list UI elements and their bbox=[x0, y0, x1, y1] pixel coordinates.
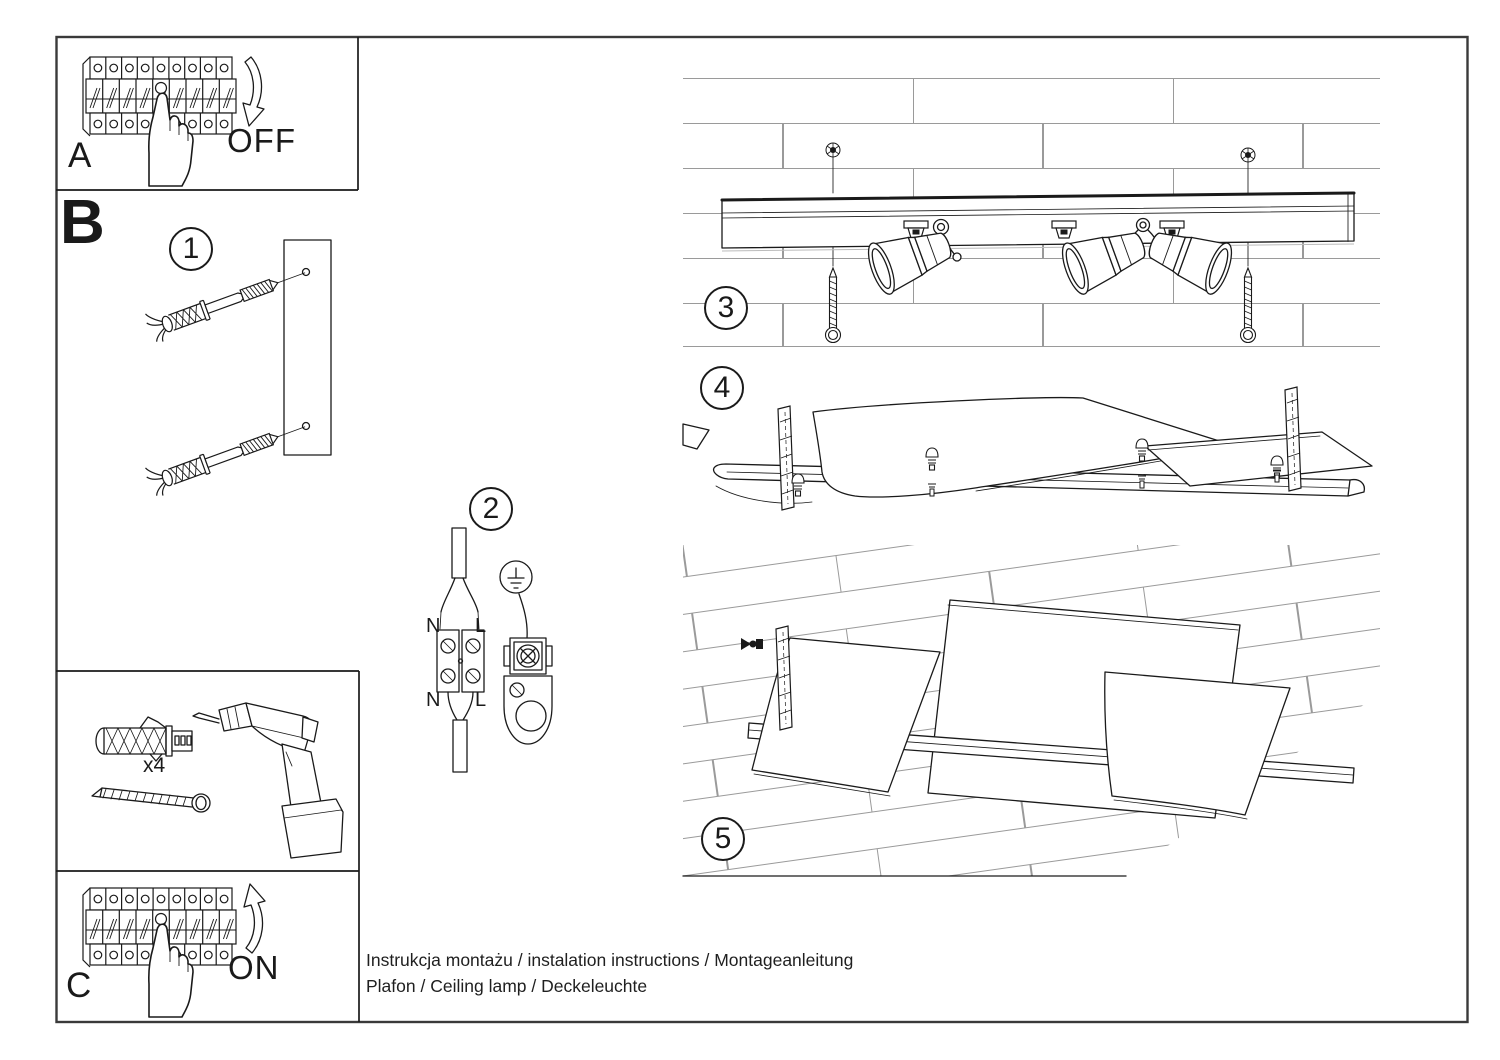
plate-hole-bottom bbox=[301, 421, 311, 431]
step4-scene bbox=[682, 386, 1373, 511]
cable-bottom bbox=[452, 719, 468, 773]
step-1-badge: 1 bbox=[169, 227, 213, 271]
step2-wiring bbox=[436, 527, 553, 773]
terminal-block bbox=[436, 629, 485, 693]
ground-wire bbox=[518, 593, 528, 639]
panel-a-label: A bbox=[68, 136, 92, 175]
panel-c-label: C bbox=[66, 966, 92, 1005]
wing-screw-icon bbox=[741, 638, 763, 650]
wire-n-bottom-label: N bbox=[426, 689, 441, 711]
ground-symbol-icon bbox=[499, 560, 533, 594]
step-5-badge: 5 bbox=[701, 817, 745, 861]
footer-caption: Instrukcja montażu / instalation instruc… bbox=[366, 947, 853, 999]
step1-wall-plugs bbox=[143, 239, 332, 500]
page-frame bbox=[55, 35, 1469, 1024]
screw-icon bbox=[91, 787, 211, 813]
footer-line-2: Plafon / Ceiling lamp / Deckeleuchte bbox=[366, 976, 648, 996]
wire-n-top-label: N bbox=[426, 615, 441, 637]
tools-box bbox=[91, 702, 344, 859]
step3-scene bbox=[683, 78, 1380, 347]
quantity-label: x4 bbox=[143, 754, 166, 777]
plate-hole-top bbox=[301, 267, 311, 277]
mounting-bracket bbox=[503, 675, 553, 745]
wire-l-top-label: L bbox=[475, 615, 487, 637]
on-label: ON bbox=[228, 949, 280, 986]
wall-anchor-icon bbox=[1240, 147, 1256, 163]
step-4-badge: 4 bbox=[700, 366, 744, 410]
arrow-down-icon bbox=[242, 56, 265, 127]
wall-plug-icon bbox=[95, 716, 193, 762]
main-glass-panel bbox=[812, 397, 1233, 498]
panel-b-label: B bbox=[60, 188, 105, 257]
wire-l-bottom-label: L bbox=[475, 689, 487, 711]
ground-clamp bbox=[503, 637, 553, 675]
arrow-up-icon bbox=[243, 883, 266, 954]
step-2-badge: 2 bbox=[469, 487, 513, 531]
side-bracket bbox=[777, 405, 795, 511]
off-label: OFF bbox=[227, 122, 296, 159]
footer-line-1: Instrukcja montażu / instalation instruc… bbox=[366, 950, 854, 970]
panel-c-breaker-on bbox=[82, 883, 266, 1018]
step5-scene bbox=[682, 545, 1380, 877]
step-3-badge: 3 bbox=[704, 286, 748, 330]
panel-a-breaker-off bbox=[82, 56, 265, 187]
wall-anchor-icon bbox=[825, 142, 841, 158]
drill-icon bbox=[192, 702, 344, 859]
right-glass bbox=[1104, 671, 1291, 816]
glass-fragment bbox=[682, 423, 710, 450]
lamp-base-bar bbox=[720, 191, 1356, 252]
cable-top bbox=[451, 527, 467, 579]
